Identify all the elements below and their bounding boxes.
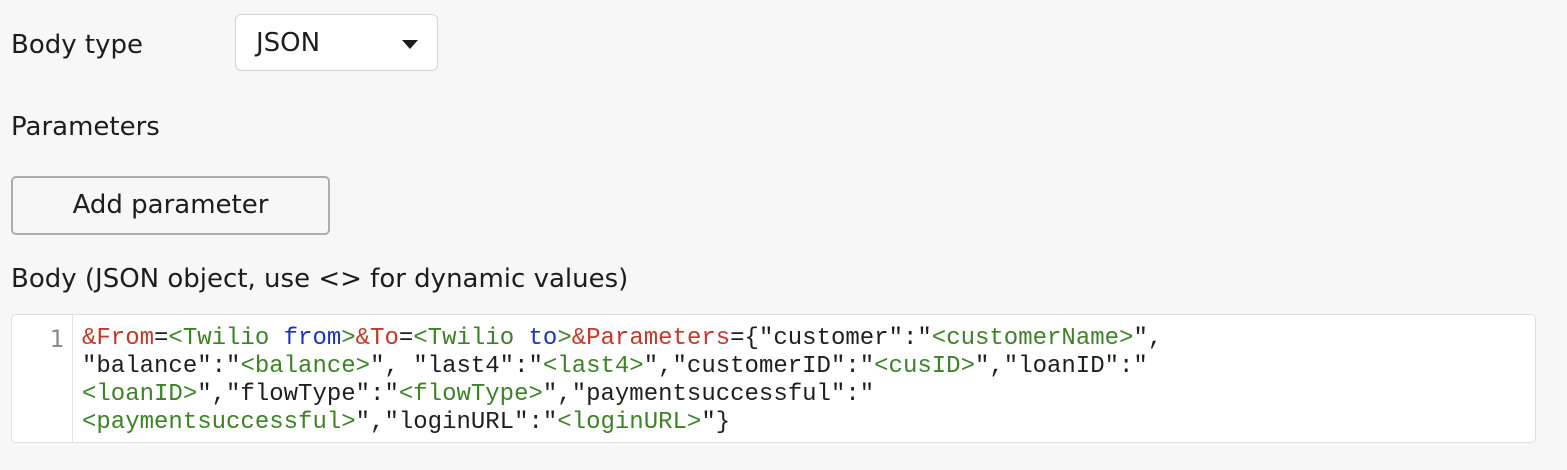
code-token: <loginURL> [557, 409, 702, 436]
parameters-label: Parameters [11, 112, 160, 142]
code-line: <paymentsuccessful>","loginURL":"<loginU… [82, 409, 1527, 437]
code-token: <customerName> [931, 325, 1134, 352]
code-line: "balance":"<balance>", "last4":"<last4>"… [82, 353, 1527, 381]
body-type-select[interactable]: JSON [235, 14, 438, 71]
code-token: <cusID> [874, 353, 975, 380]
code-token: ", "last4":" [370, 353, 543, 380]
code-token: "balance":" [82, 353, 241, 380]
code-token: from [283, 325, 342, 352]
code-token: <last4> [542, 353, 644, 380]
body-type-selected-value: JSON [256, 28, 321, 58]
code-token: &Parameters [571, 325, 731, 352]
line-number: 1 [49, 325, 64, 353]
code-token: ","customerID":" [643, 353, 875, 380]
caret-down-icon [402, 40, 418, 49]
body-label: Body (JSON object, use <> for dynamic va… [11, 264, 629, 294]
code-token: ", [1133, 325, 1163, 352]
code-token: = [398, 325, 414, 352]
code-token: ","loginURL":" [355, 409, 558, 436]
code-token: ","paymentsuccessful":" [542, 381, 875, 408]
code-token: <paymentsuccessful> [82, 409, 356, 436]
code-line: <loanID>","flowType":"<flowType>","payme… [82, 381, 1527, 409]
code-token: > [341, 325, 356, 352]
code-token: > [557, 325, 572, 352]
body-code-editor[interactable]: 1 &From=<Twilio from>&To=<Twilio to>&Par… [11, 314, 1536, 443]
code-token: "} [701, 409, 731, 436]
code-token: &To [355, 325, 399, 352]
add-parameter-button[interactable]: Add parameter [11, 176, 330, 235]
code-token: <Twilio [413, 325, 529, 352]
code-token: ","loanID":" [974, 353, 1148, 380]
code-token: <balance> [240, 353, 371, 380]
code-token: <loanID> [82, 381, 198, 408]
code-token: ","flowType":" [197, 381, 399, 408]
body-type-label: Body type [11, 30, 143, 60]
code-token: <flowType> [398, 381, 543, 408]
code-token: to [528, 325, 558, 352]
line-number-gutter: 1 [12, 315, 73, 442]
code-token: &From [82, 325, 155, 352]
code-token: = [154, 325, 169, 352]
code-content[interactable]: &From=<Twilio from>&To=<Twilio to>&Param… [82, 325, 1527, 437]
code-token: <Twilio [168, 325, 284, 352]
code-line: &From=<Twilio from>&To=<Twilio to>&Param… [82, 325, 1527, 353]
code-token: ={"customer":" [730, 325, 932, 352]
